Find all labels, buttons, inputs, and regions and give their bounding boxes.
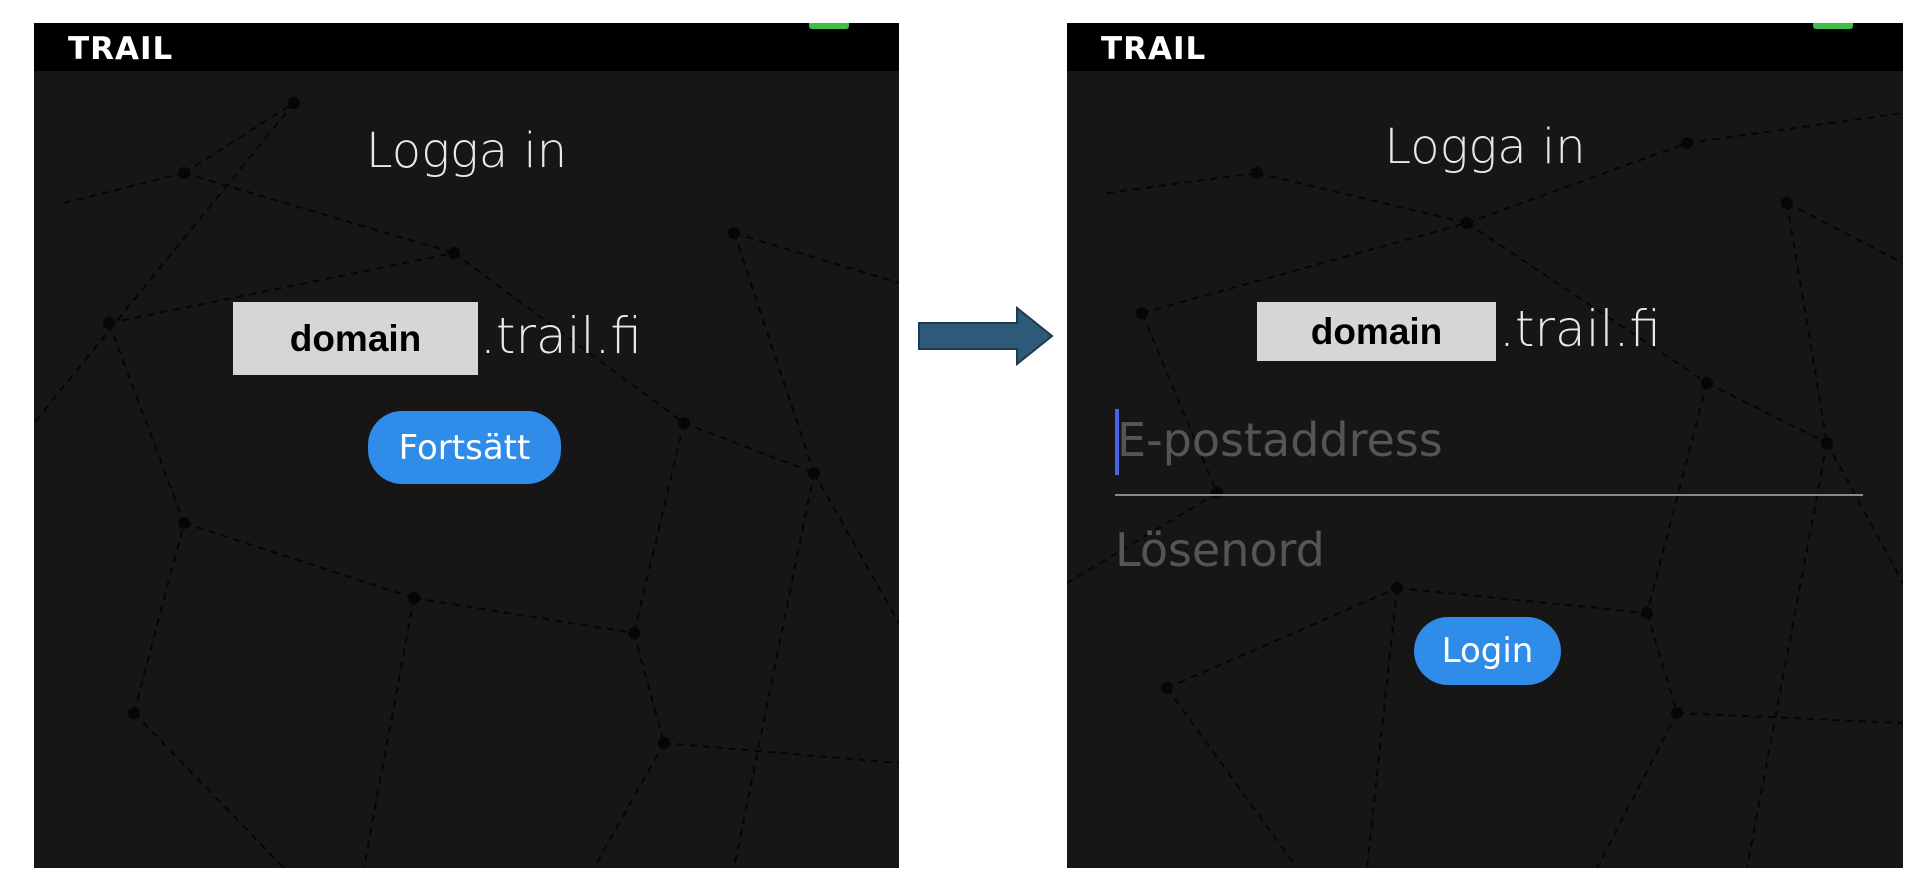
page-title: Logga in bbox=[365, 123, 568, 179]
continue-button[interactable]: Fortsätt bbox=[368, 411, 561, 484]
login-button[interactable]: Login bbox=[1414, 617, 1561, 685]
screen-before: TRAIL Logga in domain .trail.fi Fortsätt bbox=[34, 23, 899, 868]
email-placeholder: E-postaddress bbox=[1117, 413, 1443, 467]
domain-suffix: .trail.fi bbox=[1499, 300, 1661, 358]
domain-input[interactable]: domain bbox=[233, 302, 478, 375]
password-input[interactable]: Lösenord bbox=[1115, 523, 1325, 577]
battery-icon bbox=[809, 23, 849, 29]
page-title: Logga in bbox=[1384, 119, 1586, 175]
email-underline bbox=[1115, 494, 1863, 496]
background-network-pattern bbox=[1067, 112, 1903, 868]
trail-logo: TRAIL bbox=[68, 31, 174, 67]
right-arrow-icon bbox=[918, 305, 1054, 367]
background-network-pattern bbox=[34, 97, 899, 868]
domain-input[interactable]: domain bbox=[1257, 302, 1496, 361]
status-bar: TRAIL bbox=[1067, 23, 1903, 71]
domain-suffix: .trail.fi bbox=[480, 307, 642, 365]
status-bar: TRAIL bbox=[34, 23, 899, 71]
text-cursor bbox=[1115, 409, 1119, 475]
battery-icon bbox=[1813, 23, 1853, 29]
screen-after: TRAIL Logga in domain .trail.fi E-postad… bbox=[1067, 23, 1903, 868]
trail-logo: TRAIL bbox=[1101, 31, 1207, 67]
